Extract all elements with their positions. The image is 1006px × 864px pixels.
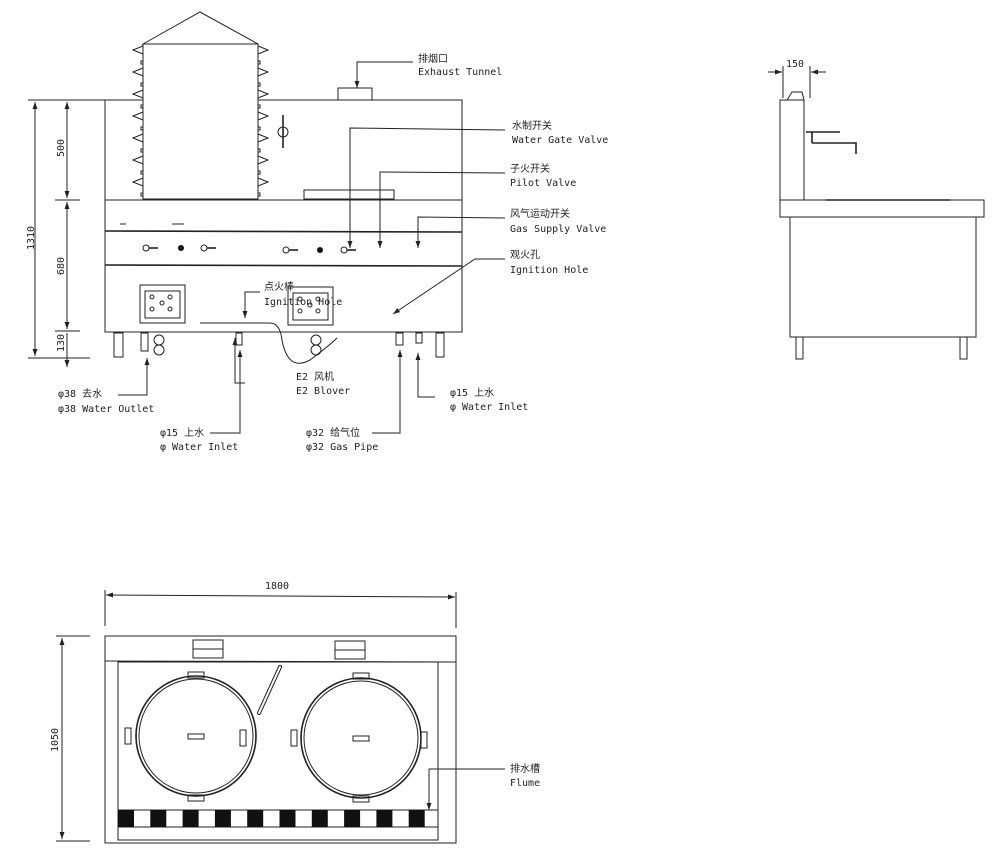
legs-and-fittings bbox=[113, 332, 445, 358]
front-view: 1310 500 680 130 排烟口 Exhaust Tunnel 水制开关… bbox=[26, 11, 608, 453]
steamer-tab bbox=[257, 177, 270, 187]
water-gate-valve-knob bbox=[282, 246, 290, 254]
water-inlet-left-en-label: φ Water Inlet bbox=[160, 442, 238, 453]
blower-cn-label: E2 风机 bbox=[296, 370, 334, 383]
control-knobs bbox=[142, 244, 356, 254]
steamer-tab bbox=[131, 133, 144, 143]
water-inlet-left-cn-label: φ15 上水 bbox=[160, 427, 204, 439]
exhaust-tunnel bbox=[337, 87, 373, 101]
water-inlet-right-en-label: φ Water Inlet bbox=[450, 402, 528, 413]
flume-slot bbox=[150, 810, 167, 827]
flume-slot bbox=[118, 810, 134, 827]
water-inlet-right-cn-label: φ15 上水 bbox=[450, 387, 494, 399]
cabinet-body bbox=[104, 99, 463, 333]
flume-en-label: Flume bbox=[510, 778, 540, 789]
flume-slot bbox=[247, 810, 264, 827]
flume-slot bbox=[311, 810, 328, 827]
pilot-en-label: Pilot Valve bbox=[510, 178, 576, 189]
exhaust-en-label: Exhaust Tunnel bbox=[418, 67, 502, 78]
gas-supply-valve-knob bbox=[340, 246, 348, 254]
ignition-hole-panel-right bbox=[287, 286, 334, 326]
gas-supply-cn-label: 风气运动开关 bbox=[510, 207, 570, 220]
ignition-hole-en-label: Ignition Hole bbox=[510, 265, 588, 276]
dim-total: 1310 bbox=[26, 226, 37, 250]
wok-right bbox=[290, 672, 428, 803]
gas-pipe-line bbox=[200, 322, 338, 364]
pilot-cn-label: 子火开关 bbox=[510, 162, 550, 175]
steamer-tab bbox=[257, 155, 270, 165]
steamer-tab bbox=[257, 45, 270, 55]
callouts: 排烟口 Exhaust Tunnel 水制开关 Water Gate Valve… bbox=[58, 52, 608, 453]
flume-slot bbox=[279, 810, 296, 827]
dimension-lines: 1310 500 680 130 bbox=[26, 99, 112, 367]
flume-slot bbox=[214, 810, 231, 827]
flume-grate bbox=[117, 809, 439, 828]
steamer-tab bbox=[131, 45, 144, 55]
steamer-tab bbox=[131, 155, 144, 165]
faucet-icon bbox=[277, 115, 289, 148]
steamer-tab bbox=[131, 89, 144, 99]
water-gate-en-label: Water Gate Valve bbox=[512, 135, 608, 146]
ignition-hole-cn-label: 观火孔 bbox=[510, 249, 540, 261]
steamer-tab bbox=[131, 177, 144, 187]
steamer-tab bbox=[131, 111, 144, 121]
gas-pipe-cn-label: φ32 给气位 bbox=[306, 426, 360, 439]
dim-width: 1800 bbox=[265, 581, 289, 592]
side-view: 150 bbox=[768, 59, 985, 360]
flume-cn-label: 排水槽 bbox=[510, 762, 540, 775]
top-view: 1800 1050 排水槽 Flume bbox=[50, 581, 540, 844]
dim-upper: 500 bbox=[56, 139, 67, 157]
flume-slot bbox=[182, 810, 199, 827]
faucet-icon bbox=[806, 131, 857, 154]
gas-supply-en-label: Gas Supply Valve bbox=[510, 224, 606, 235]
steamer-tab bbox=[257, 67, 270, 77]
water-outlet-cn-label: φ38 去水 bbox=[58, 388, 102, 400]
dim-middle: 680 bbox=[56, 257, 67, 275]
steamer-tab bbox=[257, 89, 270, 99]
flume-slot bbox=[376, 810, 393, 827]
gas-pipe-en-label: φ32 Gas Pipe bbox=[306, 442, 378, 453]
exhaust-cn-label: 排烟口 bbox=[418, 52, 448, 65]
dim-side: 150 bbox=[786, 59, 804, 70]
water-gate-cn-label: 水制开关 bbox=[512, 119, 552, 132]
igniter-cn-label: 点火棒 bbox=[264, 280, 294, 293]
flume-slot bbox=[344, 810, 361, 827]
ignition-hole-panel-left bbox=[139, 284, 186, 324]
water-outlet-en-label: φ38 Water Outlet bbox=[58, 404, 154, 415]
flume-slot bbox=[408, 810, 425, 827]
steamer-tab bbox=[257, 133, 270, 143]
blower-en-label: E2 Blover bbox=[296, 386, 350, 397]
pan-rim bbox=[303, 189, 395, 200]
steamer-tab bbox=[257, 111, 270, 121]
dim-lower: 130 bbox=[56, 334, 67, 352]
igniter-en-label: Ignition Hole bbox=[264, 297, 342, 308]
wok-left bbox=[124, 671, 257, 802]
dim-depth: 1050 bbox=[50, 728, 61, 752]
pilot-valve-knob bbox=[317, 247, 323, 253]
steamer-tab bbox=[131, 67, 144, 77]
